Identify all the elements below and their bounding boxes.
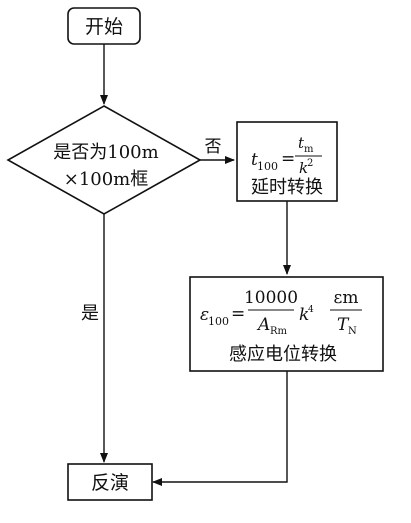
end-label: 反演 xyxy=(91,472,129,494)
potential-formula-num1: 10000 xyxy=(244,288,298,308)
time-formula-num-sub: m xyxy=(304,144,314,155)
potential-formula-eq: = xyxy=(231,304,245,324)
arrow-potential-to-end xyxy=(152,371,288,486)
potential-formula-num2: εm xyxy=(334,288,359,308)
time-formula-den-var: k xyxy=(299,159,308,177)
start-label: 开始 xyxy=(85,16,123,38)
time-formula-num-var: t xyxy=(298,134,305,152)
potential-formula-k-var: k xyxy=(299,305,309,325)
potential-formula-k-sup: 4 xyxy=(308,305,314,315)
time-formula-den-sup: 2 xyxy=(307,158,313,169)
potential-conversion-label: 感应电位转换 xyxy=(229,344,337,365)
time-formula-eq: = xyxy=(281,149,295,169)
potential-formula-lhs-sub: 100 xyxy=(208,315,229,328)
potential-formula-den1-var: A xyxy=(256,315,270,335)
decision-label-line1: 是否为100m xyxy=(53,142,158,163)
time-conversion-node xyxy=(236,121,338,202)
potential-formula-lhs-var: ε xyxy=(200,305,209,325)
potential-formula-den2-var: T xyxy=(337,315,350,335)
decision-label-line2: ×100m框 xyxy=(64,169,149,190)
potential-formula-den2-sub: N xyxy=(348,326,357,337)
edge-yes-label: 是 xyxy=(81,303,99,324)
potential-conversion-node xyxy=(189,276,384,372)
time-formula-lhs-sub: 100 xyxy=(257,160,278,173)
potential-formula: ε 100 = 10000 A Rm k 4 εm T N xyxy=(200,288,362,337)
potential-formula-den1-sub: Rm xyxy=(270,326,288,337)
edge-no-label: 否 xyxy=(205,137,222,157)
end-node xyxy=(67,463,153,501)
time-conversion-label: 延时转换 xyxy=(251,177,323,198)
time-formula: t 100 = t m k 2 xyxy=(251,134,322,177)
time-formula-lhs-var: t xyxy=(251,150,258,170)
